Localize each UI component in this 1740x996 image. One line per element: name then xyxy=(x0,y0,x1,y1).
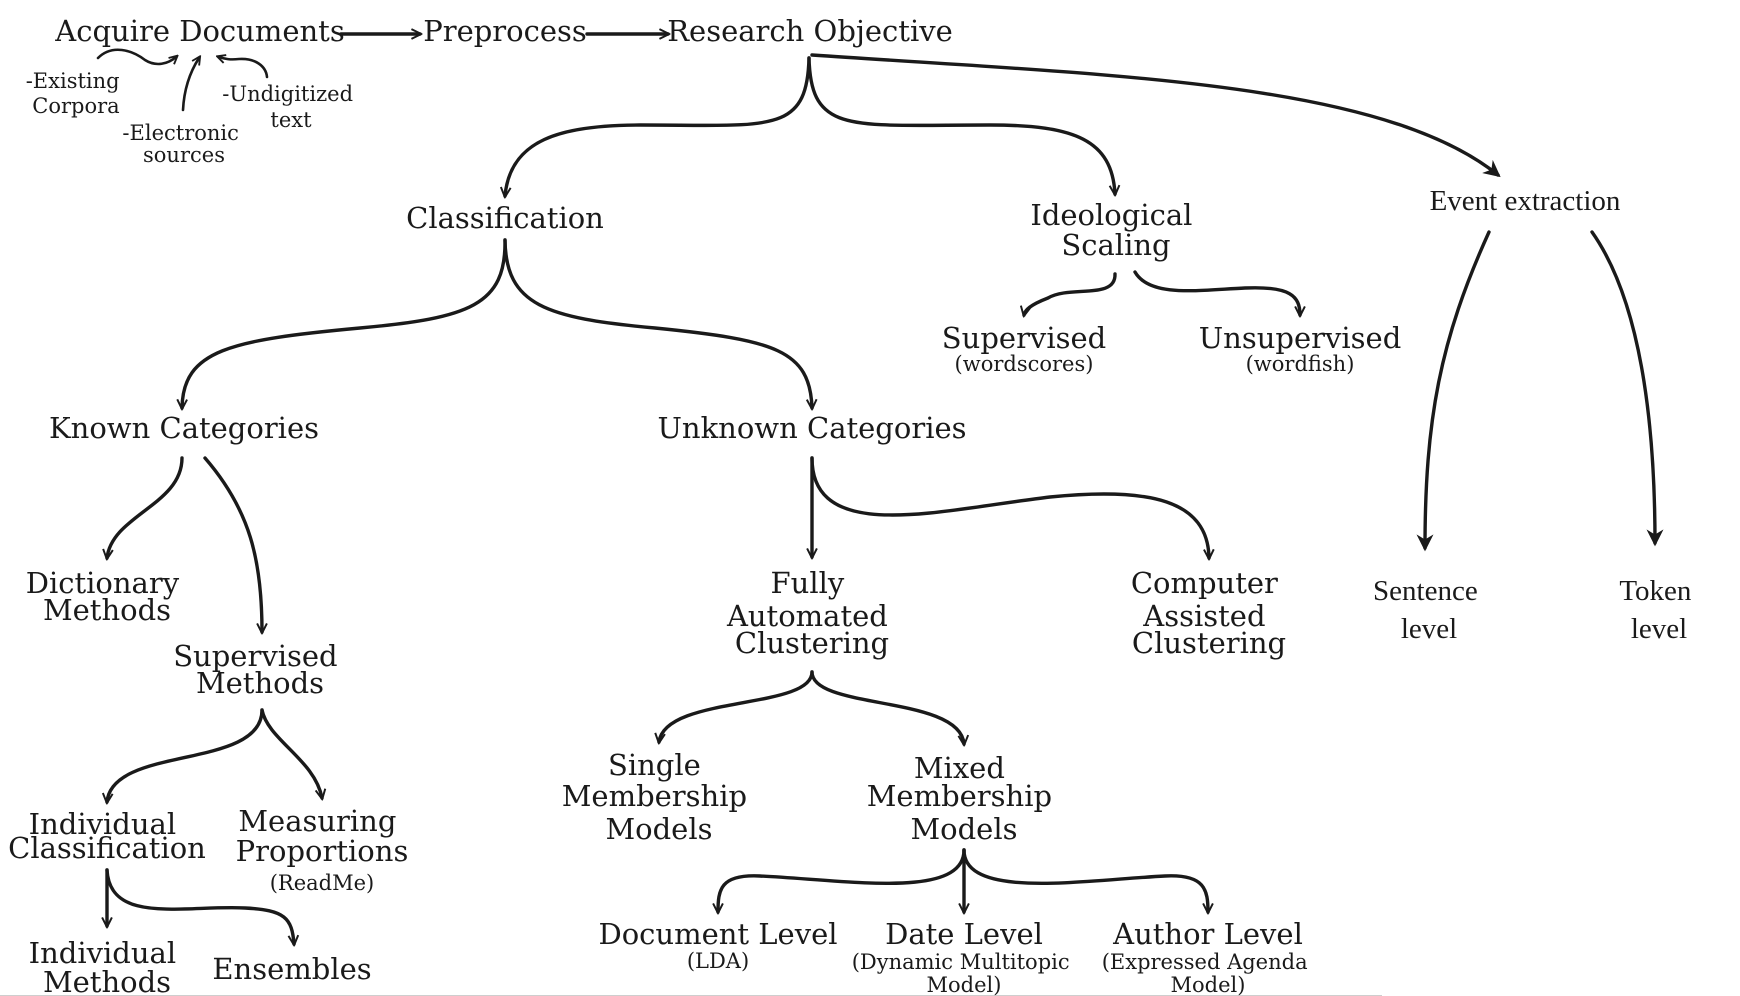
edge-objective-classification xyxy=(505,56,811,196)
supervised-methods-label: Supervised Methods xyxy=(173,639,347,700)
edge-event-token xyxy=(1590,230,1664,547)
unknown-categories-label: Unknown Categories xyxy=(657,411,966,445)
individual-classification-label: Individual Classification xyxy=(8,807,206,865)
edge-indclass-ensembles xyxy=(105,868,294,944)
edge-ideological-unsupervised xyxy=(1133,270,1300,315)
edge-known-supervised xyxy=(203,456,262,632)
individual-methods-label: Individual Methods xyxy=(29,936,186,996)
edge-fully-single xyxy=(659,670,814,742)
source-electronic: -Electronic sources xyxy=(122,121,245,167)
source-undigitized-text: -Undigitized text xyxy=(222,82,359,132)
unsupervised-scaling-note: (wordfish) xyxy=(1246,352,1355,376)
author-level-note: (Expressed Agenda Model) xyxy=(1102,950,1315,996)
fully-automated-clustering-label: Fully Automated Clustering xyxy=(726,566,897,660)
author-level-label: Author Level xyxy=(1112,917,1303,951)
edge-objective-event xyxy=(810,53,1501,178)
dictionary-methods-label: Dictionary Methods xyxy=(26,566,189,627)
edge-fully-mixed xyxy=(810,670,964,744)
mixed-membership-models-label: Mixed Membership Models xyxy=(867,751,1062,846)
sentence-level-label: Sentence level xyxy=(1373,575,1485,645)
event-extraction-label: Event extraction xyxy=(1430,185,1621,217)
preprocess-label: Preprocess xyxy=(423,14,587,48)
known-categories-label: Known Categories xyxy=(49,411,319,445)
date-level-label: Date Level xyxy=(885,917,1043,951)
ideological-scaling-label: Ideological Scaling xyxy=(1030,198,1201,262)
single-membership-models-label: Single Membership Models xyxy=(562,748,757,846)
edge-ideological-supervised xyxy=(1024,272,1117,315)
classification-label: Classification xyxy=(406,201,604,235)
unsupervised-scaling-label: Unsupervised xyxy=(1199,321,1402,355)
computer-assisted-clustering-label: Computer Assisted Clustering xyxy=(1131,566,1287,660)
research-objective-label: Research Objective xyxy=(667,14,953,48)
supervised-scaling-note: (wordscores) xyxy=(955,352,1094,376)
edge-event-sentence xyxy=(1416,230,1491,552)
date-level-note: (Dynamic Multitopic Model) xyxy=(852,950,1077,996)
edge-unknown-computer xyxy=(810,456,1209,558)
measuring-proportions-note: (ReadMe) xyxy=(270,871,375,895)
ensembles-label: Ensembles xyxy=(212,952,371,986)
document-level-label: Document Level xyxy=(598,917,837,951)
edge-supmethods-measuring xyxy=(260,708,322,798)
edge-mixed-author xyxy=(962,848,1208,912)
nodes: Acquire Documents Preprocess Research Ob… xyxy=(8,14,1698,996)
edge-undigitized-acquire xyxy=(219,57,269,79)
edge-classification-known xyxy=(182,238,507,408)
edge-mixed-document xyxy=(718,848,966,912)
edge-electronic-acquire xyxy=(181,58,199,112)
edges xyxy=(96,34,1664,944)
edge-existing-acquire xyxy=(96,48,176,66)
supervised-scaling-label: Supervised xyxy=(942,321,1106,355)
edge-known-dictionary xyxy=(107,456,184,558)
edge-classification-unknown xyxy=(503,238,812,408)
edge-objective-ideological xyxy=(807,56,1115,194)
measuring-proportions-label: Measuring Proportions xyxy=(236,804,409,868)
document-level-note: (LDA) xyxy=(687,949,749,973)
acquire-documents-label: Acquire Documents xyxy=(54,14,344,48)
edge-supmethods-individual xyxy=(107,708,264,802)
token-level-label: Token level xyxy=(1619,575,1698,645)
source-existing-corpora: -Existing Corpora xyxy=(26,69,127,118)
